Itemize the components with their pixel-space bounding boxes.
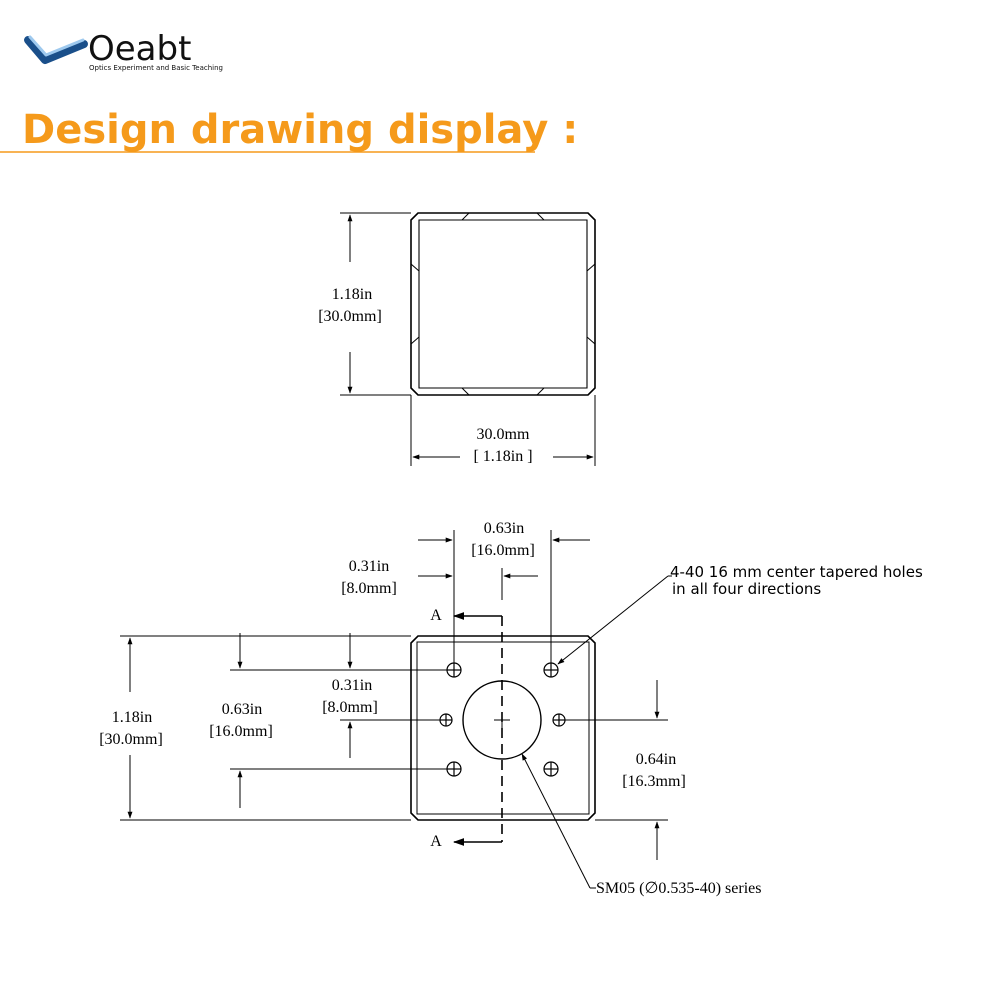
hole-offset-in-label: 0.31in: [349, 558, 389, 575]
brand-logo: Oeabt Optics Experiment and Basic Teachi…: [24, 29, 223, 72]
hole-bottom-left: [446, 761, 462, 777]
vert-offset-in-label: 0.31in: [332, 677, 372, 694]
top-width-mm-label: 30.0mm: [477, 426, 530, 443]
top-view-outline: [410, 212, 596, 396]
section-label-bottom: A: [430, 833, 442, 850]
logo-check-icon: [24, 35, 88, 64]
front-view-inner-outline: [416, 641, 590, 815]
hole-spacing-mm-label: [16.0mm]: [471, 542, 535, 559]
vert-spacing-in-label: 0.63in: [222, 701, 262, 718]
section-label-top: A: [430, 607, 442, 624]
horizontal-dimensions: [418, 530, 590, 663]
top-width-in-label: [ 1.18in ]: [473, 448, 532, 465]
center-height-mm-label: [16.3mm]: [622, 773, 686, 790]
front-height-in-label: 1.18in: [112, 709, 152, 726]
vert-offset-mm-label: [8.0mm]: [322, 699, 378, 716]
brand-tagline: Optics Experiment and Basic Teaching: [89, 64, 223, 72]
holes-note-line1: 4-40 16 mm center tapered holes: [670, 563, 923, 581]
top-view-height-dimension: [340, 212, 411, 396]
vert-spacing-mm-label: [16.0mm]: [209, 723, 273, 740]
top-view-inner-outline: [418, 219, 588, 389]
top-view: [340, 212, 596, 466]
top-view-width-dimension: [410, 395, 596, 466]
tapped-holes: [439, 662, 566, 777]
center-height-in-label: 0.64in: [636, 751, 676, 768]
brand-name: Oeabt: [88, 29, 191, 69]
front-height-mm-label: [30.0mm]: [99, 731, 163, 748]
front-view-outline: [410, 635, 596, 821]
leader-lines: [521, 575, 669, 889]
hole-top-left: [446, 662, 462, 678]
holes-note-line2: in all four directions: [672, 580, 821, 598]
top-height-in-label: 1.18in: [332, 286, 372, 303]
top-height-mm-label: [30.0mm]: [318, 308, 382, 325]
hole-spacing-in-label: 0.63in: [484, 520, 524, 537]
hole-middle-left: [439, 713, 453, 727]
hole-middle-right: [552, 713, 566, 727]
hole-top-right: [543, 662, 559, 678]
section-line-a-a: [452, 612, 503, 846]
top-view-chamfer-marks: [410, 212, 596, 396]
vertical-dimensions: [120, 633, 668, 860]
hole-bottom-right: [543, 761, 559, 777]
page-title: Design drawing display :: [22, 107, 578, 153]
thread-note: SM05 (∅0.535-40) series: [596, 880, 761, 897]
hole-offset-mm-label: [8.0mm]: [341, 580, 397, 597]
front-view: [120, 530, 669, 889]
